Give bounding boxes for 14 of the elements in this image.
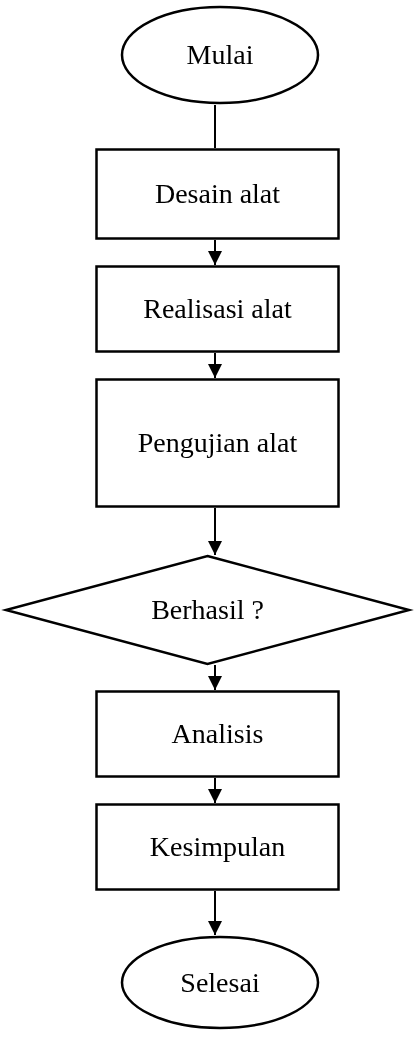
arrow <box>208 239 222 266</box>
arrow <box>208 507 222 556</box>
node-label: Realisasi alat <box>143 293 292 325</box>
arrow <box>208 352 222 379</box>
arrow <box>208 777 222 804</box>
node-label: Desain alat <box>154 178 281 210</box>
node-label: Kesimpulan <box>149 831 286 863</box>
node-label: Selesai <box>180 966 260 999</box>
node-label: Analisis <box>171 718 264 750</box>
node-label: Pengujian alat <box>137 427 298 459</box>
arrow <box>208 890 222 936</box>
node-label: Mulai <box>186 39 254 71</box>
arrow <box>208 664 222 691</box>
node-label: Berhasil ? <box>151 594 264 626</box>
